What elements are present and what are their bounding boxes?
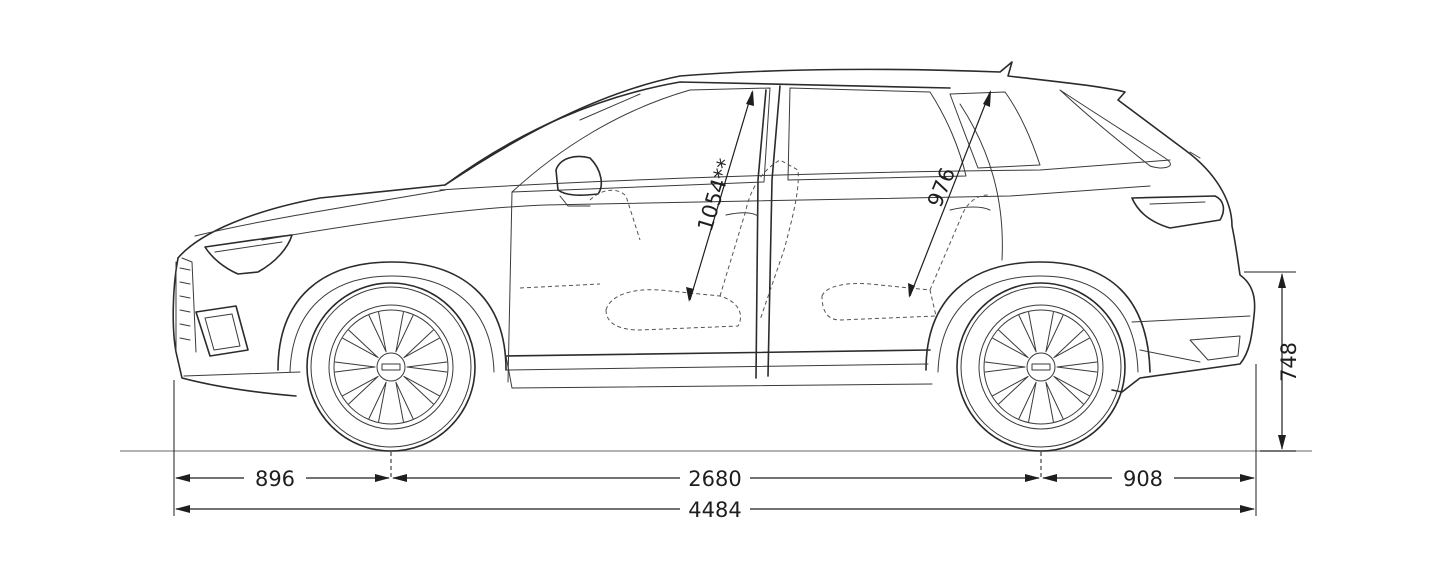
- dimension-rear-headroom: 976: [908, 90, 991, 298]
- overall-length-label: 4484: [688, 498, 741, 522]
- interior-seats: [519, 159, 989, 331]
- dimension-vertical: 748: [1277, 273, 1301, 450]
- greenhouse: [444, 81, 1171, 383]
- front-overhang-label: 896: [255, 467, 295, 491]
- dimension-rear-overhang: 908: [1042, 464, 1255, 492]
- rear-wheel: [956, 282, 1126, 452]
- rear-overhang-label: 908: [1123, 467, 1163, 491]
- front-wheel: [306, 282, 476, 452]
- vertical-dimension-label: 748: [1277, 342, 1301, 382]
- front-headroom-label: 1054**: [693, 156, 738, 234]
- dimension-front-headroom: 1054**: [686, 90, 754, 302]
- car-body: [172, 61, 1256, 397]
- wheelbase-label: 2680: [688, 467, 741, 491]
- dimension-front-overhang: 896: [175, 464, 390, 492]
- rear-end: [1131, 151, 1251, 363]
- dimension-wheelbase: 2680: [392, 464, 1040, 492]
- dimension-overall-length: 4484: [175, 495, 1255, 523]
